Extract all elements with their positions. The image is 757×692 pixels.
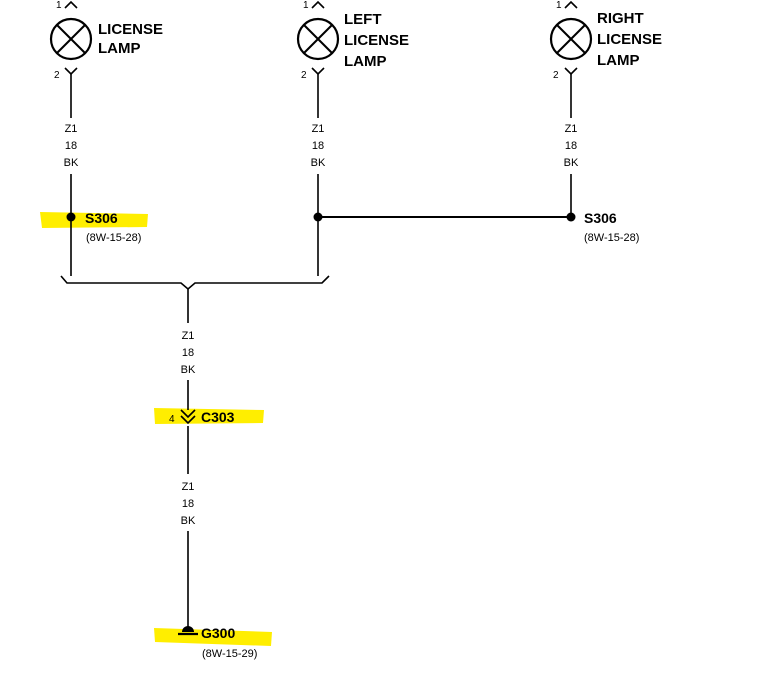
splice-dot bbox=[566, 212, 576, 222]
ground-label: G300 bbox=[201, 625, 235, 641]
lamp-name-line: LAMP bbox=[597, 52, 640, 69]
connector-icon bbox=[180, 409, 196, 425]
ground-icon bbox=[178, 626, 198, 636]
splice-label: S306 bbox=[584, 210, 617, 226]
wire-gauge: 18 bbox=[565, 140, 577, 152]
pin-bottom-marker bbox=[64, 67, 78, 76]
highlight-c303 bbox=[154, 408, 264, 424]
splice-ref: (8W-15-28) bbox=[584, 232, 639, 244]
lamp-license bbox=[49, 0, 93, 76]
wire-circuit: Z1 bbox=[565, 123, 578, 135]
lamp-pin-top: 1 bbox=[303, 0, 309, 11]
lamp-pin-bottom: 2 bbox=[301, 70, 307, 81]
pin-bottom-marker bbox=[311, 67, 325, 76]
ground-ref: (8W-15-29) bbox=[202, 648, 257, 660]
wire-color: BK bbox=[181, 515, 196, 527]
connector-pin: 4 bbox=[169, 414, 175, 425]
junction-bracket bbox=[60, 275, 330, 291]
wire-circuit: Z1 bbox=[65, 123, 78, 135]
wire-color: BK bbox=[564, 157, 579, 169]
wire-circuit: Z1 bbox=[182, 330, 195, 342]
wire-circuit: Z1 bbox=[312, 123, 325, 135]
splice-label: S306 bbox=[85, 210, 118, 226]
lamp-name-line: LEFT bbox=[344, 11, 382, 28]
wire-circuit: Z1 bbox=[182, 481, 195, 493]
lamp-icon bbox=[49, 17, 93, 61]
pin-bottom-marker bbox=[564, 67, 578, 76]
lamp-left-license bbox=[296, 0, 340, 76]
splice-ref: (8W-15-28) bbox=[86, 232, 141, 244]
pin-top-marker bbox=[64, 0, 78, 9]
lamp-pin-bottom: 2 bbox=[553, 70, 559, 81]
wire-color: BK bbox=[311, 157, 326, 169]
lamp-pin-top: 1 bbox=[56, 0, 62, 11]
lamp-name-line: LAMP bbox=[98, 40, 141, 57]
pin-top-marker bbox=[564, 0, 578, 9]
wire-color: BK bbox=[64, 157, 79, 169]
splice-dot bbox=[66, 212, 76, 222]
lamp-pin-top: 1 bbox=[556, 0, 562, 11]
lamp-icon bbox=[549, 17, 593, 61]
wire-gauge: 18 bbox=[182, 347, 194, 359]
lamp-name-line: LAMP bbox=[344, 53, 387, 70]
splice-dot bbox=[313, 212, 323, 222]
lamp-right-license bbox=[549, 0, 593, 76]
lamp-icon bbox=[296, 17, 340, 61]
connector-label: C303 bbox=[201, 409, 235, 425]
wire-gauge: 18 bbox=[312, 140, 324, 152]
wire-gauge: 18 bbox=[182, 498, 194, 510]
wire-gauge: 18 bbox=[65, 140, 77, 152]
wire-color: BK bbox=[181, 364, 196, 376]
pin-top-marker bbox=[311, 0, 325, 9]
lamp-name-line: LICENSE bbox=[597, 31, 662, 48]
lamp-pin-bottom: 2 bbox=[54, 70, 60, 81]
lamp-name-line: LICENSE bbox=[344, 32, 409, 49]
lamp-name-line: RIGHT bbox=[597, 10, 644, 27]
lamp-name-line: LICENSE bbox=[98, 21, 163, 38]
highlight-g300 bbox=[154, 628, 272, 646]
